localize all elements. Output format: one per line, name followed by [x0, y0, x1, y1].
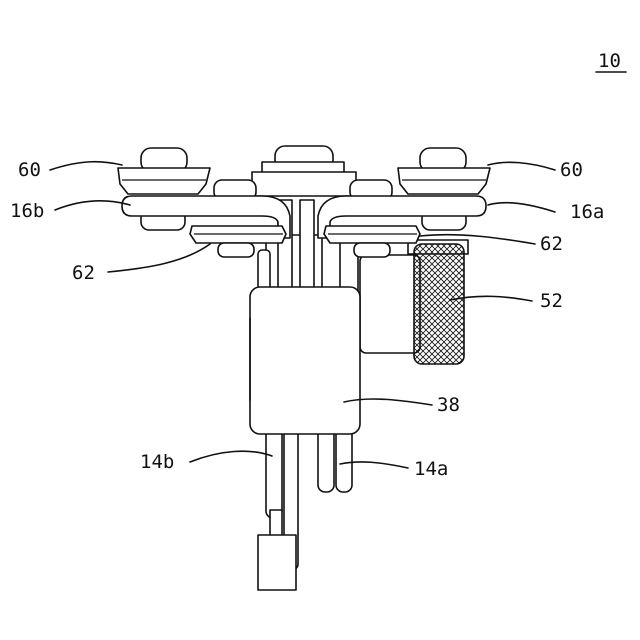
label-62-left: 62: [72, 262, 95, 284]
figure-number: 60 10: [596, 50, 626, 72]
ring-62-right: [324, 226, 420, 257]
label-60-right: 60: [560, 159, 583, 181]
rod-terminal: [258, 535, 296, 590]
rod-14b: [258, 420, 298, 590]
figure-number-text: 10: [598, 50, 621, 72]
knob-52: [360, 240, 468, 364]
block-38: [250, 287, 360, 434]
label-16a: 16a: [570, 201, 604, 223]
label-16b: 16b: [10, 200, 44, 222]
label-38: 38: [437, 394, 460, 416]
bearing-60-right: [398, 148, 490, 230]
label-62-right: 62: [540, 233, 563, 255]
label-14a: 14a: [414, 458, 448, 480]
top-cap: [252, 146, 356, 196]
bearing-60-left: [118, 148, 210, 230]
label-60-left: 60: [18, 159, 41, 181]
label-14b: 14b: [140, 451, 174, 473]
label-52: 52: [540, 290, 563, 312]
